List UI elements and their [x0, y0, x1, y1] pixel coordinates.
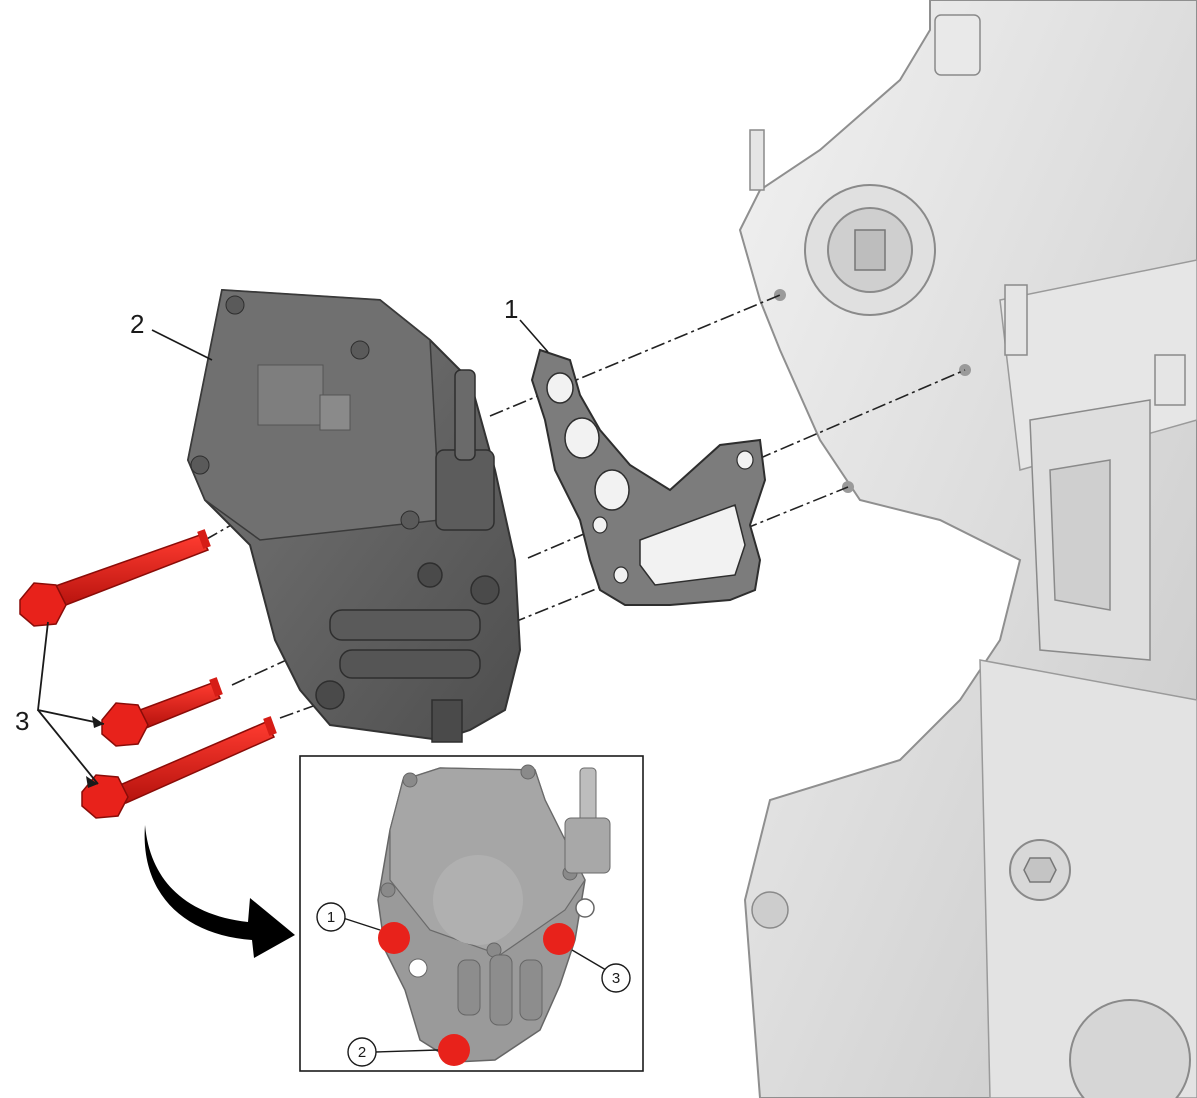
callout-3: 3 — [15, 621, 105, 788]
callout-1: 1 — [504, 294, 549, 353]
curved-arrow-icon — [144, 825, 295, 958]
inset-pump — [377, 764, 611, 1063]
bolt-position-2 — [438, 1034, 470, 1066]
callout-2: 2 — [130, 309, 213, 361]
engine-block — [738, 0, 1197, 1098]
bolts — [19, 529, 277, 819]
seq-2-label: 2 — [358, 1044, 366, 1061]
inset-seq-3: 3 — [571, 949, 631, 993]
gasket — [530, 348, 767, 606]
inset-seq-1: 1 — [316, 902, 381, 932]
callout-3-label: 3 — [15, 706, 29, 736]
bolt-position-3 — [543, 923, 575, 955]
callout-2-label: 2 — [130, 309, 144, 339]
bolt-long-upper — [19, 529, 211, 627]
bolt-short-middle — [101, 677, 223, 747]
seq-3-label: 3 — [612, 970, 620, 987]
inset-panel: 1 2 3 — [299, 755, 644, 1072]
inset-bolt-marks — [378, 922, 575, 1066]
callout-1-label: 1 — [504, 294, 518, 324]
seq-1-label: 1 — [327, 909, 335, 926]
bolt-position-1 — [378, 922, 410, 954]
inset-seq-2: 2 — [347, 1037, 439, 1067]
vacuum-pump — [186, 288, 522, 743]
